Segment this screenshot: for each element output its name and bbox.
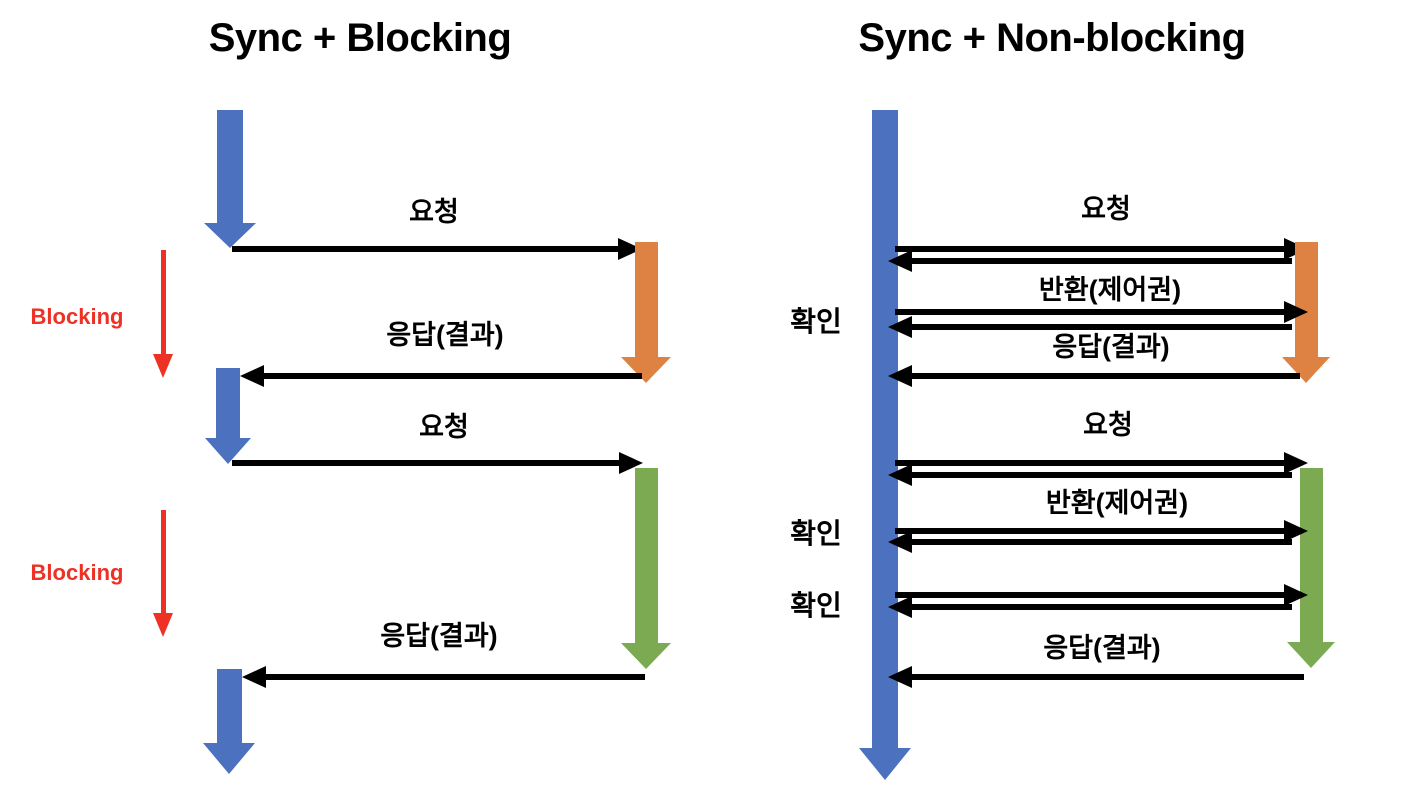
arrow-body <box>217 110 243 223</box>
request-label-1: 요청 <box>1081 194 1131 224</box>
arrow-head <box>1287 642 1335 668</box>
return-control-label-1: 반환(제어권) <box>1038 275 1182 305</box>
arrow-body <box>634 242 658 357</box>
right-diagram-title: Sync + Non-blocking <box>858 16 1246 60</box>
client-flow-arrow-3 <box>203 669 255 774</box>
arrow-body <box>1299 468 1323 642</box>
request-label-1: 요청 <box>409 197 459 227</box>
request-label-2: 요청 <box>1083 410 1133 440</box>
arrow-body <box>160 250 166 354</box>
request-arrow-2 <box>895 460 1284 466</box>
check-label-1: 확인 <box>790 306 842 337</box>
return-control-arrow-1 <box>912 324 1292 330</box>
request-arrow-1 <box>895 246 1284 252</box>
response-arrow-2 <box>266 674 645 680</box>
blocking-wait-arrow-1 <box>153 250 173 378</box>
blocking-wait-arrow-2 <box>153 510 173 637</box>
response-arrow-1 <box>912 373 1300 379</box>
check-arrow-3 <box>895 592 1284 598</box>
check-arrow-1 <box>895 309 1284 315</box>
server-process-arrow-1 <box>621 242 671 383</box>
response-label-1: 응답(결과) <box>386 320 504 350</box>
check-label-3: 확인 <box>790 590 842 621</box>
arrow-head <box>204 223 256 248</box>
arrow-head <box>621 643 671 669</box>
response-label-1: 응답(결과) <box>1052 332 1170 362</box>
arrow-body <box>160 510 166 613</box>
arrow-head <box>153 613 173 637</box>
client-timeline-arrow <box>859 110 911 780</box>
response-arrow-1 <box>264 373 642 379</box>
server-process-arrow-2 <box>621 468 671 669</box>
client-flow-arrow-1 <box>204 110 256 248</box>
request-ack-arrow-1 <box>912 258 1292 264</box>
response-arrow-2 <box>912 674 1304 680</box>
server-process-arrow-2 <box>1287 468 1335 668</box>
check-label-2: 확인 <box>790 518 842 549</box>
arrow-head <box>859 748 911 780</box>
arrow-head <box>153 354 173 378</box>
response-label-2: 응답(결과) <box>1043 633 1161 663</box>
request-arrow-2 <box>232 460 619 466</box>
arrow-body <box>872 110 898 748</box>
blocking-label-1: Blocking <box>30 304 124 329</box>
check-ack-arrow-3 <box>912 604 1292 610</box>
blocking-label-2: Blocking <box>30 560 124 585</box>
client-flow-arrow-2 <box>205 368 251 464</box>
response-label-2: 응답(결과) <box>380 621 498 651</box>
arrow-head <box>1282 357 1330 383</box>
request-arrow-1 <box>232 246 618 252</box>
request-label-2: 요청 <box>419 412 469 442</box>
arrow-body <box>216 368 240 438</box>
check-arrow-2 <box>895 528 1284 534</box>
arrow-body <box>216 669 242 743</box>
arrow-head <box>203 743 255 774</box>
arrow-body <box>1294 242 1318 357</box>
return-control-label-2: 반환(제어권) <box>1045 488 1189 518</box>
request-ack-arrow-2 <box>912 472 1292 478</box>
return-control-arrow-2 <box>912 539 1292 545</box>
arrow-body <box>634 468 658 643</box>
arrow-head <box>621 357 671 383</box>
left-diagram-title: Sync + Blocking <box>208 16 512 60</box>
